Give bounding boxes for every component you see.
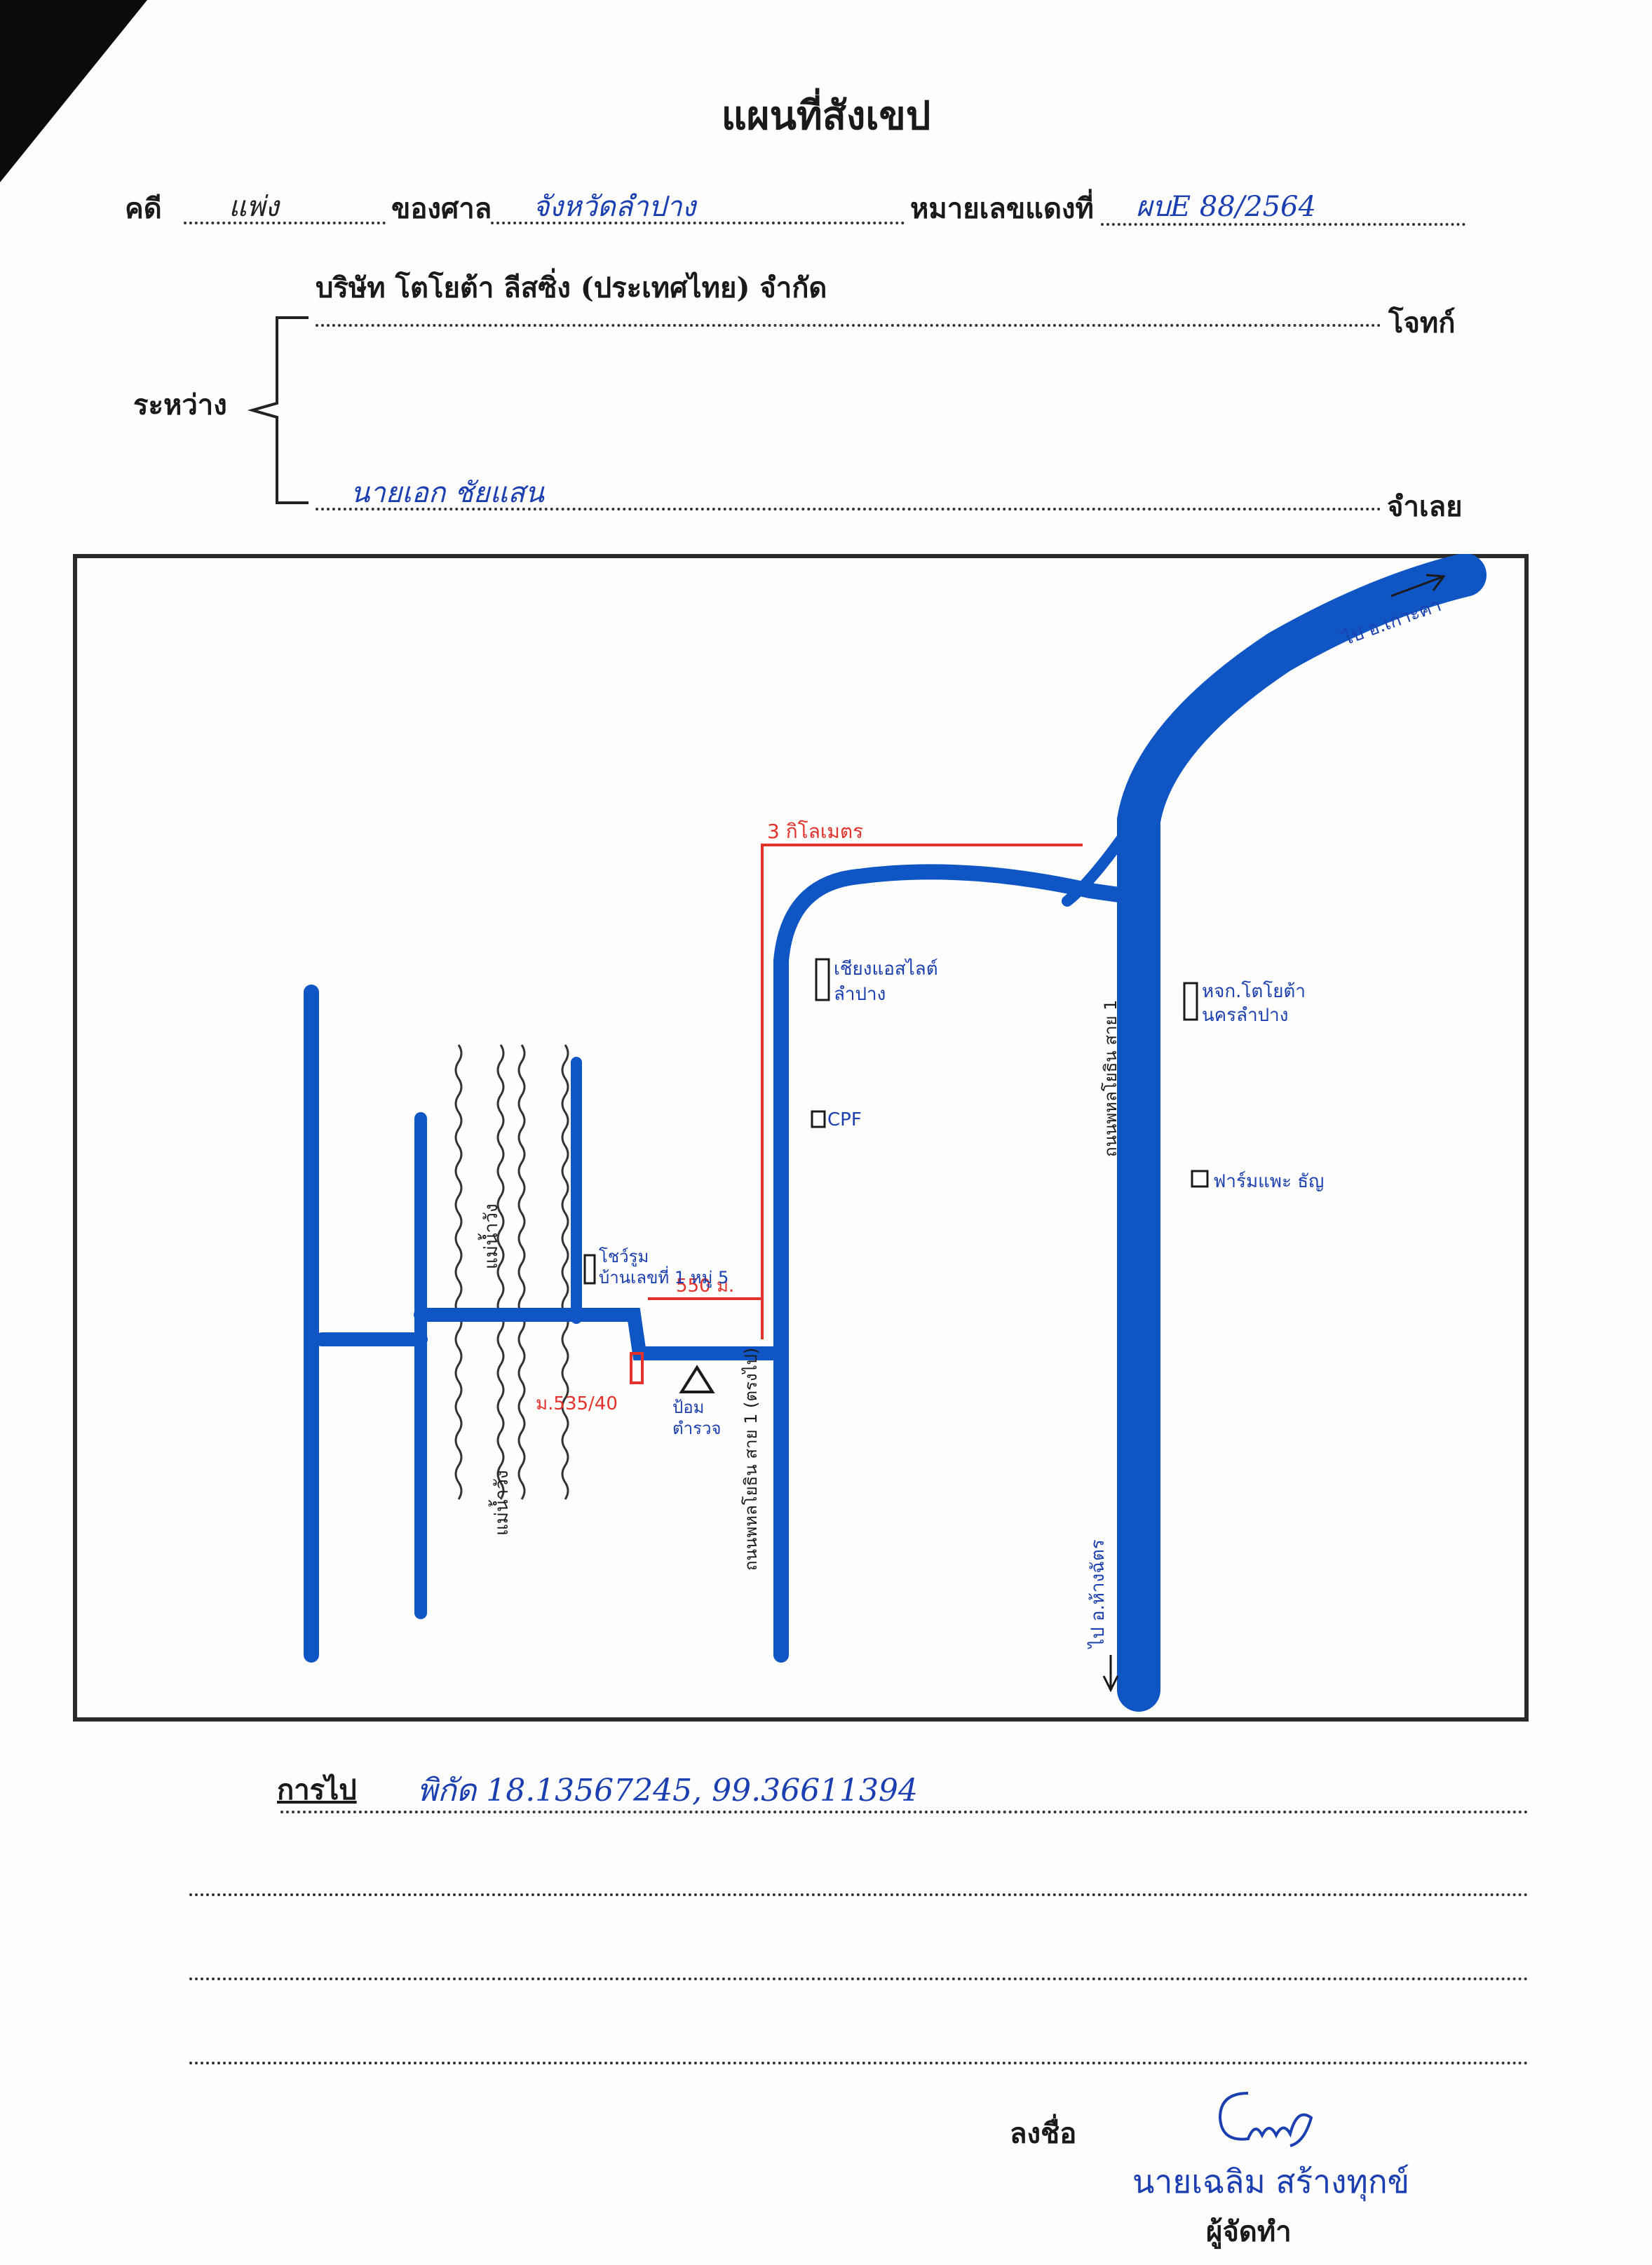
sketch-map: 3 กิโลเมตร 550 ม. ม.535/40 ป้อม ตำรวจ เช… [304,554,1487,1712]
building-3-label: หจก.โตโยต้า [1202,980,1306,1002]
between-brace [247,316,309,504]
signer-name: นายเฉลิม สร้างทุกข์ [1132,2163,1410,2200]
building-3-icon [1183,982,1198,1021]
building-4-icon [1191,1170,1209,1188]
to-top-arrow-icon [1390,574,1446,597]
building-2-icon [811,1110,826,1128]
page-title: แผนที่สังเขป [721,93,931,139]
map-frame [73,554,1529,1722]
road-soi [414,1308,788,1360]
red-case-label: หมายเลขแดงที่ [910,192,1094,225]
building-4-label: ฟาร์มแพะ ธัญ [1213,1171,1324,1192]
directions-line-2 [189,1893,1529,1896]
court-name: จังหวัดลำปาง [533,191,696,223]
defendant-role: จำเลย [1387,490,1463,523]
signer-role: ผู้จัดทำ [1206,2215,1292,2248]
building-1-icon [815,958,830,1001]
plaintiff-role: โจทก์ [1388,306,1456,339]
shop-label-b: บ้านเลขที่ 1 หมู่ 5 [599,1266,729,1288]
river-2-label: แม่น้ำวัง [488,1470,513,1536]
directions-line-1 [280,1811,1529,1813]
between-label: ระหว่าง [133,388,227,421]
case-label: คดี [125,192,162,225]
river-lines [454,1044,569,1500]
defendant-name: นายเอก ชัยแสน [351,477,544,509]
building-3b-label: นครลำปาง [1202,1005,1288,1026]
directions-line-4 [189,2062,1529,2064]
to-bottom-label: ไป อ.ห้างฉัตร [1087,1539,1109,1649]
building-1b-label: ลำปาง [834,984,886,1005]
corner-mark [0,0,147,182]
building-1-label: เชียงแอสไลต์ [834,958,938,980]
red-case-no: ผบE 88/2564 [1136,191,1316,223]
road-side [773,864,1146,1663]
distance-550m-label: 550 ม. [676,1276,734,1297]
highway-label: ถนนพหลโยธิน สาย 1 [1101,1000,1120,1157]
road-network [304,554,1487,1712]
landmark-label-b: ตำรวจ [672,1419,722,1438]
court-label: ของศาล [391,192,492,225]
highway-main [1117,554,1487,1712]
court-name-line [491,222,905,224]
to-bottom-arrow-icon [1102,1655,1119,1693]
house-no-label: ม.535/40 [536,1393,618,1414]
case-type: แพ่ง [229,191,279,223]
shop-label: โชว์รูม [599,1247,649,1267]
directions-label: การไป [277,1773,357,1806]
building-2-label: CPF [827,1109,862,1130]
landmark-triangle-icon [679,1365,715,1393]
sign-label: ลงชื่อ [1010,2117,1077,2150]
river-1-label: แม่น้ำวัง [478,1203,502,1269]
landmark-label: ป้อม [672,1398,704,1417]
case-type-line [184,222,386,224]
shop-icon [583,1254,596,1285]
distance-markers [648,844,1083,1339]
house-marker [630,1352,644,1384]
plaintiff-line [316,324,1381,327]
red-case-line [1101,223,1465,226]
side-road-label: ถนนพหลโยธิน สาย 1 (ตรงไป) [741,1348,761,1571]
directions-coords: พิกัด 18.13567245, 99.36611394 [417,1773,919,1808]
plaintiff-name: บริษัท โตโยต้า ลีสซิ่ง (ประเทศไทย) จำกัด [316,271,827,304]
directions-line-3 [189,1977,1529,1980]
defendant-line [316,508,1381,511]
distance-3km-label: 3 กิโลเมตร [767,820,863,843]
signature-scribble [1218,2092,1313,2147]
